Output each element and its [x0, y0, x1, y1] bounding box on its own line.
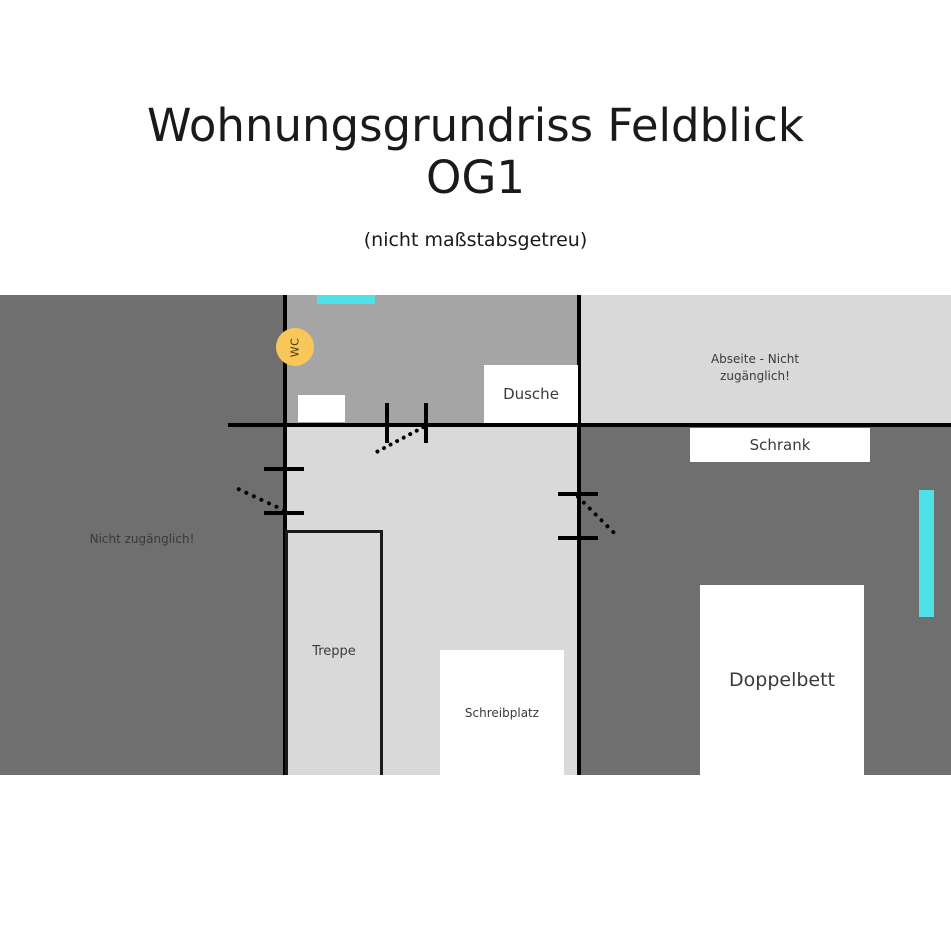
wall-vertical-center: [577, 295, 581, 775]
door-bathroom-jamb-right: [424, 403, 428, 443]
stairs-label: Treppe: [312, 644, 356, 659]
page-title-line1: Wohnungsgrundriss Feldblick: [147, 99, 804, 152]
door-left-jamb-bottom: [264, 511, 304, 515]
desk-fixture: Schreibplatz: [440, 650, 564, 775]
zone-left-inaccessible: [0, 295, 284, 775]
shower-fixture: Dusche: [484, 365, 578, 423]
window-right-icon: [919, 490, 934, 617]
wc-label: WC: [288, 337, 302, 357]
wardrobe-fixture: Schrank: [690, 428, 870, 462]
door-right-jamb-top: [558, 492, 598, 496]
window-top-icon: [317, 295, 375, 304]
door-left-jamb-top: [264, 467, 304, 471]
label-attic-right: Abseite - Nicht zugänglich!: [710, 352, 800, 383]
label-left-inaccessible: Nicht zugänglich!: [89, 532, 195, 546]
wall-horizontal-bathroom: [228, 423, 583, 427]
page-title-line2: OG1: [426, 151, 525, 204]
wall-horizontal-attic: [577, 423, 951, 427]
sink-fixture: [298, 395, 345, 422]
bed-fixture: Doppelbett: [700, 585, 864, 775]
wardrobe-label: Schrank: [749, 436, 811, 454]
door-right-jamb-bottom: [558, 536, 598, 540]
page-subtitle: (nicht maßstabsgetreu): [363, 229, 588, 251]
title-block: Wohnungsgrundriss Feldblick OG1 (nicht m…: [0, 100, 951, 252]
floorplan-canvas: Nicht zugänglich! Abseite - Nicht zugäng…: [0, 295, 951, 775]
desk-label: Schreibplatz: [464, 705, 540, 720]
zone-attic-right: [578, 295, 951, 425]
bed-label: Doppelbett: [729, 669, 835, 691]
stairs-area: Treppe: [285, 530, 383, 775]
shower-label: Dusche: [503, 385, 559, 403]
door-bathroom-jamb-left: [385, 403, 389, 443]
wc-icon: WC: [276, 328, 314, 366]
